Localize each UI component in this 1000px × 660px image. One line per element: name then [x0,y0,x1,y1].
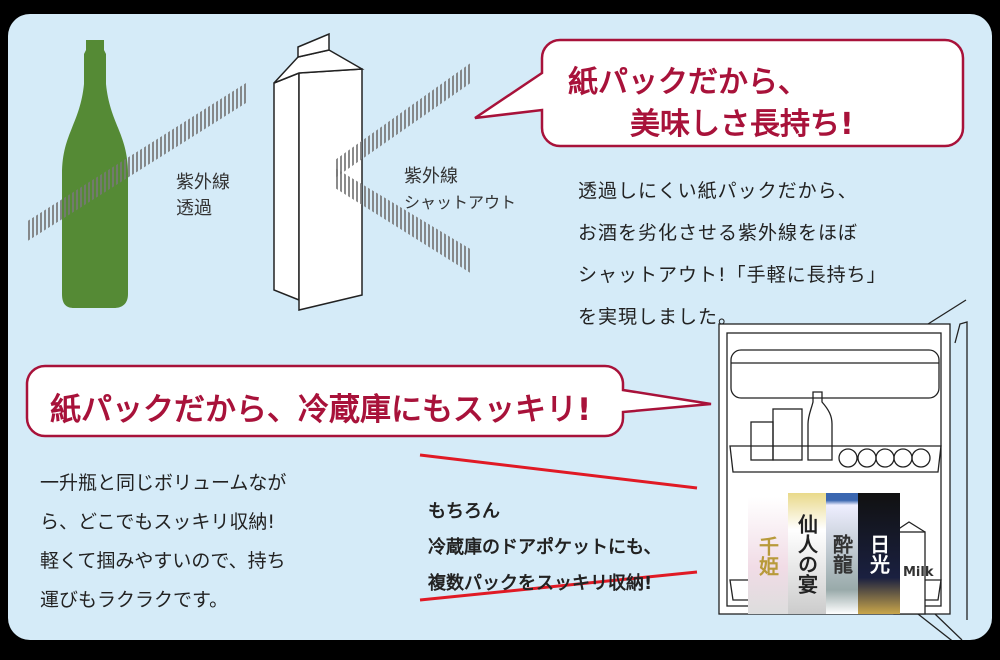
uv-beam-blocked-lower [335,168,472,274]
sake-pack-nikko: 日光 [858,493,900,614]
uv-pass-line-2: 透過 [176,198,212,219]
description-line: を実現しました。 [578,306,739,328]
description-line: 一升瓶と同じボリュームなが [40,472,287,494]
milk-carton-label: Milk [903,565,934,580]
top-description: 透過しにくい紙パックだから、 お酒を劣化させる紫外線をほぼ シャットアウト!「手… [578,170,887,338]
infographic-panel: 紙パックだから、 美味しさ長持ち! 紫外線 透過 紫外線 シャットアウト 透過し… [8,14,992,640]
headline-fridge: 紙パックだから、冷蔵庫にもスッキリ! [50,392,592,428]
bottom-description: 一升瓶と同じボリュームなが ら、どこでもスッキリ収納! 軽くて掴みやすいので、持… [40,464,286,620]
uv-block-label: 紫外線 シャットアウト [404,164,516,216]
description-line: 運びもラクラクです。 [40,589,229,611]
headline-long-lasting: 紙パックだから、 美味しさ長持ち! [568,62,948,146]
sake-bottle [62,40,128,308]
uv-beam-through [26,83,246,242]
uv-pass-line-1: 紫外線 [176,172,230,193]
speech-bubble-bottom [25,364,712,438]
callout-line: 複数パックをスッキリ収納! [428,573,653,594]
callout-line: もちろん [428,501,500,522]
sake-pack-senhime: 千姫 [748,497,788,614]
description-line: お酒を劣化させる紫外線をほぼ [578,222,859,244]
description-line: ら、どこでもスッキリ収納! [40,511,276,533]
uv-pass-label: 紫外線 透過 [176,170,230,222]
headline-line-1: 紙パックだから、 [568,65,808,100]
fridge-callout: もちろん 冷蔵庫のドアポケットにも、 複数パックをスッキリ収納! [428,494,661,602]
description-line: 軽くて掴みやすいので、持ち [40,550,286,572]
callout-line-bottom [419,570,698,602]
speech-bubble-top [474,38,965,148]
sake-pack-suiryu: 酔龍 [826,493,858,614]
description-line: 透過しにくい紙パックだから、 [578,180,858,202]
callout-line: 冷蔵庫のドアポケットにも、 [428,537,662,558]
description-line: シャットアウト!「手軽に長持ち」 [578,264,887,286]
callout-line-top [419,453,698,490]
sake-pack-sennin: 仙人の宴 [788,493,826,614]
uv-block-line-2: シャットアウト [404,193,517,212]
uv-block-line-1: 紫外線 [404,166,458,187]
uv-beam-blocked-upper [335,62,472,178]
paper-carton [273,32,365,311]
headline-line-2: 美味しさ長持ち! [630,107,854,142]
